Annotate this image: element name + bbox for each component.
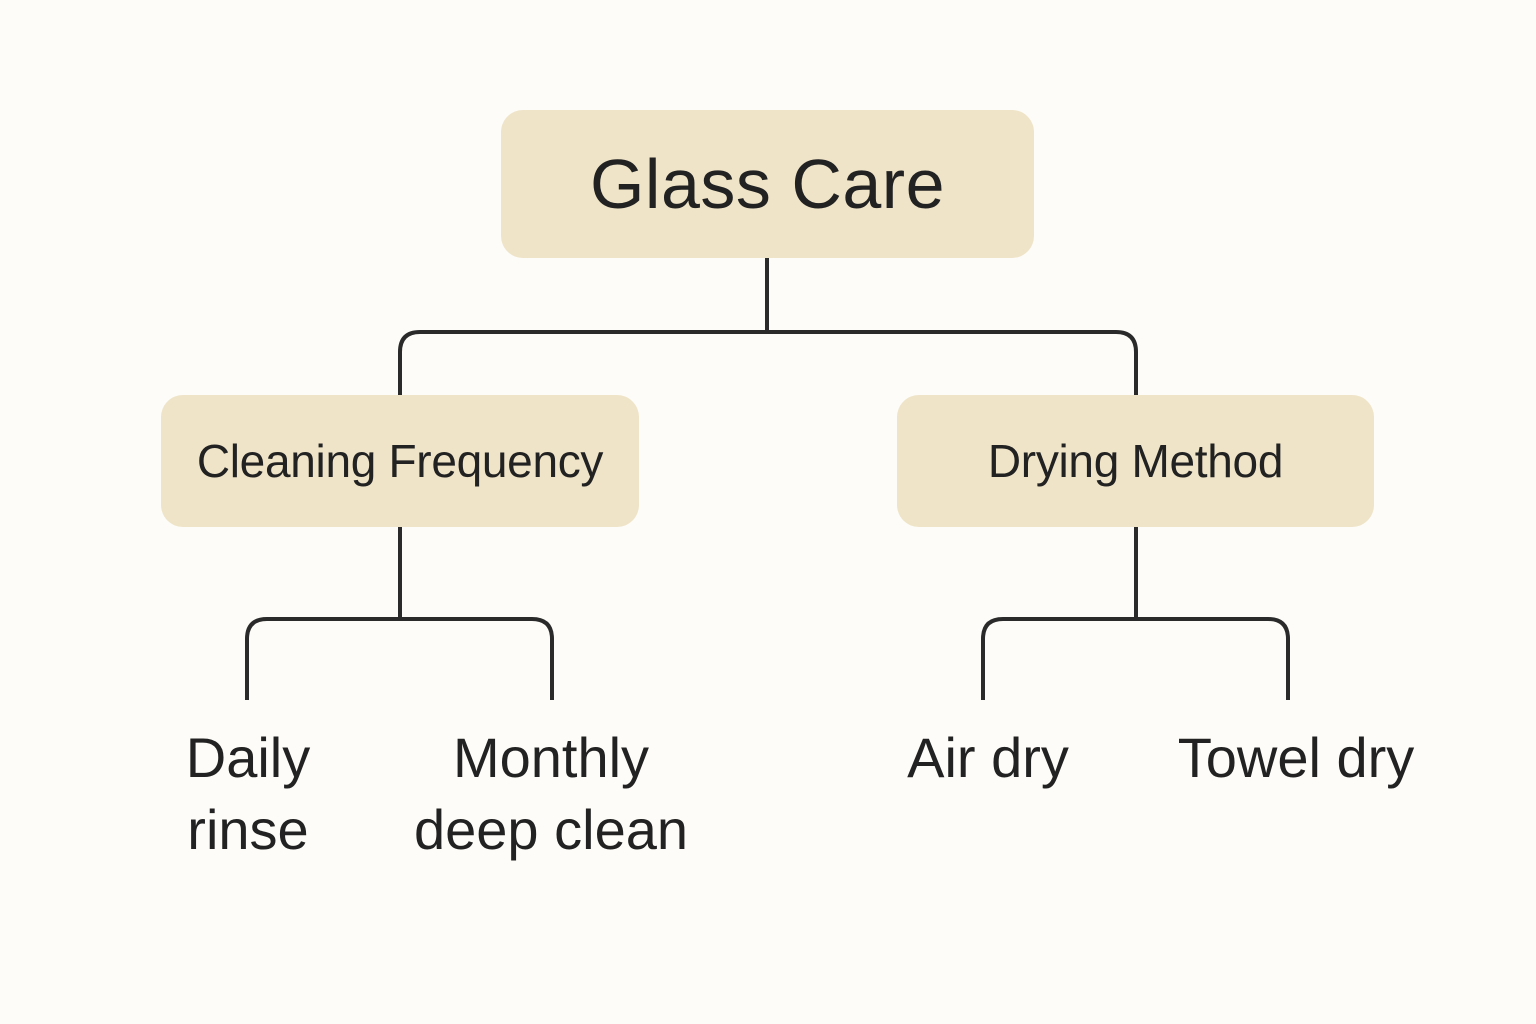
leaf-label-line: Monthly (452, 726, 650, 789)
leaf-label-line: Towel dry (1177, 726, 1415, 789)
root-node-label: Glass Care (589, 145, 946, 223)
connector-drying-to-leaves (981, 527, 1290, 700)
leaf-node-air-dry: Air dry (868, 722, 1108, 794)
leaf-node-towel-dry: Towel dry (1150, 722, 1442, 794)
leaf-label-line: Air dry (907, 726, 1069, 789)
connector-root-to-branches (398, 258, 1138, 395)
branch-node-cleaning-frequency: Cleaning Frequency (161, 395, 639, 527)
root-node-glass-care: Glass Care (501, 110, 1034, 258)
branch-node-drying-method: Drying Method (897, 395, 1374, 527)
leaf-label-line: Daily (185, 726, 311, 789)
leaf-node-daily-rinse: Daily rinse (130, 722, 366, 866)
branch-node-label: Drying Method (987, 435, 1284, 487)
leaf-label-line: rinse (187, 798, 309, 861)
branch-node-label: Cleaning Frequency (196, 435, 604, 487)
connector-cleaning-to-leaves (245, 527, 554, 700)
leaf-label-line: deep clean (413, 798, 688, 861)
leaf-node-monthly-deep-clean: Monthly deep clean (380, 722, 722, 866)
